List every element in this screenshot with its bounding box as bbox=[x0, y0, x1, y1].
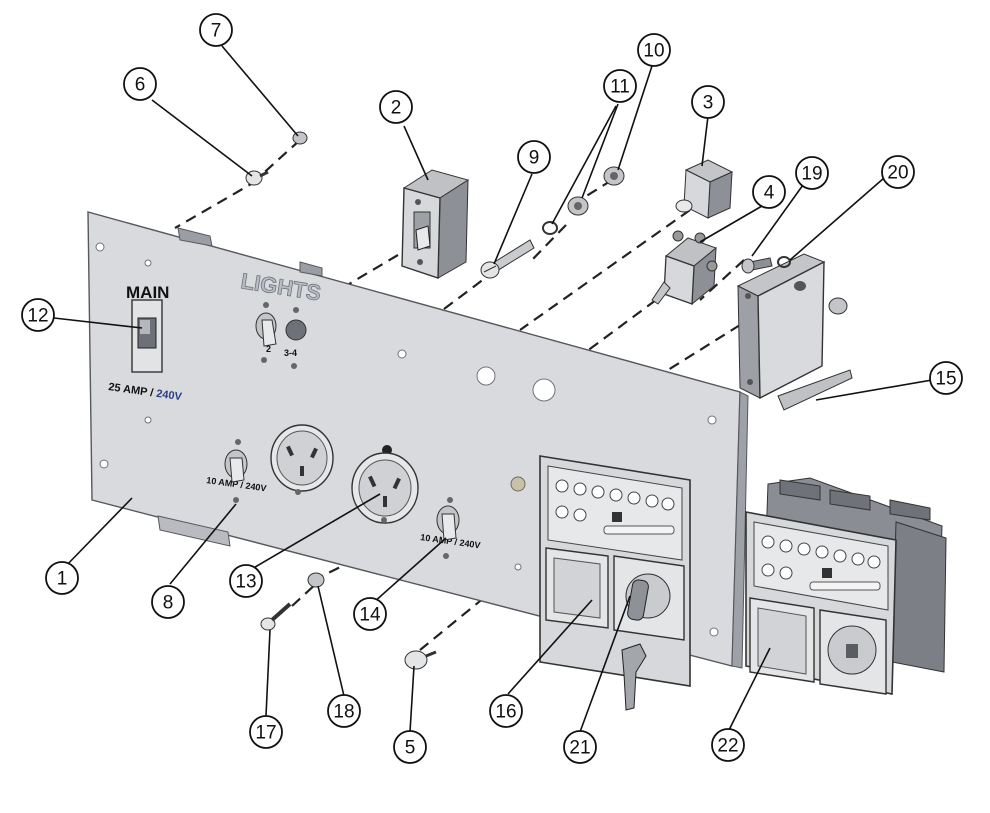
callout-21: 21 bbox=[569, 738, 590, 759]
callout-1: 1 bbox=[57, 569, 68, 590]
lights-switch-group bbox=[255, 302, 307, 369]
callout-20: 20 bbox=[887, 163, 908, 184]
power-outlet-left bbox=[270, 424, 334, 495]
callout-12: 12 bbox=[27, 306, 48, 327]
callout-22: 22 bbox=[717, 736, 738, 757]
bolt-and-washer bbox=[741, 256, 791, 274]
monitor-panel-exploded bbox=[745, 477, 947, 695]
long-bolt bbox=[480, 239, 535, 279]
left-gpo-switch bbox=[224, 439, 248, 503]
toggle-switch bbox=[651, 230, 718, 306]
hex-nuts bbox=[567, 166, 625, 216]
callout-14: 14 bbox=[359, 605, 381, 626]
callout-11: 11 bbox=[610, 77, 630, 98]
callout-7: 7 bbox=[211, 21, 222, 42]
power-outlet-right bbox=[351, 445, 419, 524]
callout-16: 16 bbox=[495, 702, 516, 723]
key bbox=[621, 643, 647, 711]
callout-13: 13 bbox=[235, 572, 256, 593]
callout-3: 3 bbox=[703, 93, 714, 114]
callout-9: 9 bbox=[529, 148, 540, 169]
leader-lines bbox=[53, 45, 933, 733]
monitor-panel-mounted bbox=[539, 455, 691, 687]
right-gpo-switch bbox=[436, 497, 460, 559]
micro-switch bbox=[675, 159, 734, 219]
callout-circles bbox=[21, 13, 963, 764]
mounting-bracket bbox=[736, 253, 853, 411]
callout-10: 10 bbox=[643, 41, 664, 62]
switch-3-4-label: 3-4 bbox=[284, 348, 297, 358]
callout-19: 19 bbox=[801, 164, 822, 185]
callout-2: 2 bbox=[391, 98, 402, 119]
callout-5: 5 bbox=[405, 738, 416, 759]
pan-screws bbox=[260, 572, 437, 670]
callout-4: 4 bbox=[764, 183, 775, 204]
callout-17: 17 bbox=[255, 723, 276, 744]
lock-washer bbox=[542, 221, 558, 235]
main-breaker-switch bbox=[131, 299, 163, 373]
callout-numbers: 1 2 3 4 5 6 7 8 9 10 11 12 13 14 15 16 1… bbox=[27, 21, 956, 759]
main-label: MAIN bbox=[126, 283, 169, 302]
small-screw-and-nut bbox=[245, 131, 308, 186]
callout-18: 18 bbox=[333, 702, 354, 723]
callout-8: 8 bbox=[163, 593, 174, 614]
callout-15: 15 bbox=[935, 369, 956, 390]
switch-2-label: 2 bbox=[266, 344, 271, 354]
circuit-breaker bbox=[401, 169, 470, 279]
callout-6: 6 bbox=[135, 75, 146, 96]
